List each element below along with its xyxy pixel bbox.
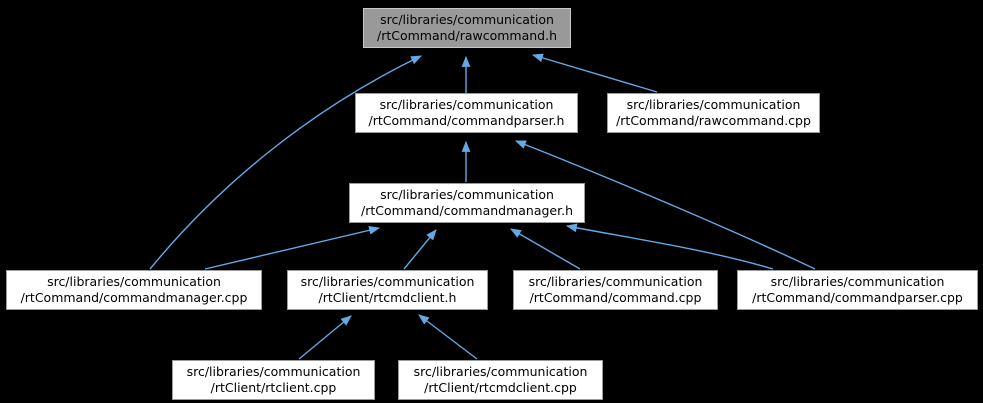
- edge-rawcommand_cpp-to-rawcommand_h: [531, 53, 658, 93]
- edge-rtclient_cpp-to-rtcmdclient_h: [298, 315, 352, 360]
- edge-rtcmdclient_h-to-commandmanager_h: [403, 229, 437, 270]
- edge-commandparser_cpp-to-commandparser_h: [514, 140, 816, 270]
- node-commandparser-cpp[interactable]: src/libraries/communication /rtCommand/c…: [737, 270, 978, 310]
- edge-commandparser_cpp-to-commandmanager_h: [565, 223, 774, 270]
- node-commandmanager-cpp[interactable]: src/libraries/communication /rtCommand/c…: [6, 270, 262, 310]
- edge-command_cpp-to-commandmanager_h: [510, 228, 581, 270]
- node-commandparser-h[interactable]: src/libraries/communication /rtCommand/c…: [355, 93, 578, 133]
- node-commandmanager-h[interactable]: src/libraries/communication /rtCommand/c…: [349, 183, 585, 223]
- edge-commandmanager_cpp-to-commandmanager_h: [204, 225, 381, 270]
- node-command-cpp[interactable]: src/libraries/communication /rtCommand/c…: [513, 270, 718, 310]
- node-rtcmdclient-h[interactable]: src/libraries/communication /rtClient/rt…: [287, 270, 488, 310]
- node-rawcommand-cpp[interactable]: src/libraries/communication /rtCommand/r…: [607, 93, 820, 133]
- edge-rtcmdclient_cpp-to-rtcmdclient_h: [418, 314, 478, 360]
- edge-commandmanager_cpp-to-rawcommand_h: [149, 55, 422, 270]
- node-rtclient-cpp[interactable]: src/libraries/communication /rtClient/rt…: [172, 360, 375, 400]
- node-rawcommand-h[interactable]: src/libraries/communication /rtCommand/r…: [363, 8, 571, 48]
- node-rtcmdclient-cpp[interactable]: src/libraries/communication /rtClient/rt…: [398, 360, 603, 400]
